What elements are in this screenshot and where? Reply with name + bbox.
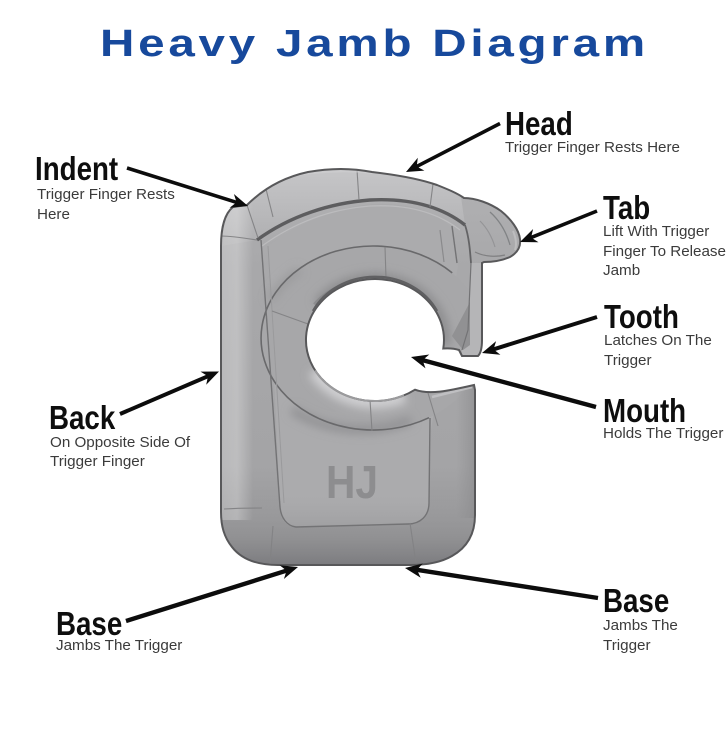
svg-text:HJ: HJ <box>326 456 378 508</box>
